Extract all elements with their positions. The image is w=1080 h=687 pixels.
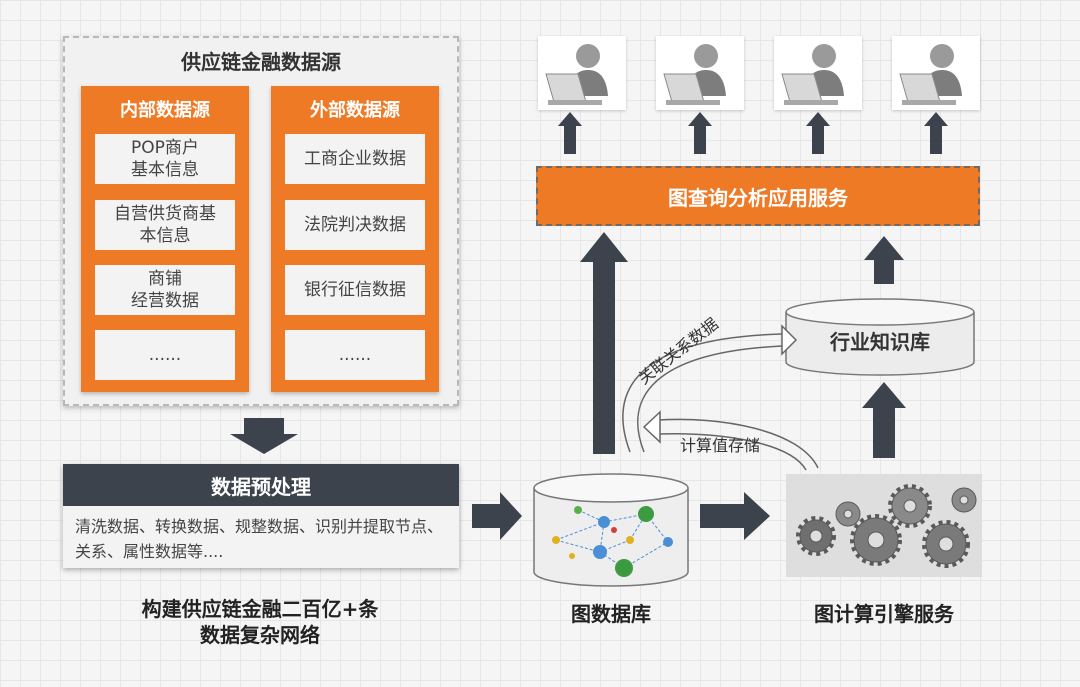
user-laptop-card — [656, 36, 744, 110]
store-flow-curve — [657, 433, 807, 471]
network-caption: 构建供应链金融二百亿+条 数据复杂网络 — [141, 597, 379, 647]
arrow-right-icon — [781, 324, 798, 356]
arrow-right-icon — [472, 492, 522, 540]
arrow-up-icon — [558, 112, 948, 154]
graph-engine-label: 图计算引擎服务 — [814, 602, 954, 626]
store-values-label: 计算值存储 — [680, 436, 761, 455]
data-sources-panel: 供应链金融数据源 内部数据源 POP商户 基本信息 自营供货商基 本信息 商铺 … — [63, 36, 459, 406]
user-at-laptop-icon — [663, 44, 726, 105]
external-source-item: 法院判决数据 — [285, 200, 425, 250]
external-source-item: ...... — [285, 330, 425, 380]
external-sources-title: 外部数据源 — [310, 100, 400, 121]
knowledge-base-cylinder — [785, 298, 975, 376]
internal-source-item: POP商户 基本信息 — [95, 134, 235, 184]
user-at-laptop-icon — [899, 44, 962, 105]
preprocess-description: 清洗数据、转换数据、规整数据、识别并提取节点、关系、属性数据等.... — [75, 517, 444, 561]
arrow-down-icon — [230, 418, 298, 454]
graph-db-label: 图数据库 — [571, 602, 651, 626]
graph-network-icon — [552, 506, 673, 577]
arrow-up-icon — [580, 232, 628, 454]
preprocess-box: 数据预处理 清洗数据、转换数据、规整数据、识别并提取节点、关系、属性数据等...… — [63, 464, 459, 568]
preprocess-title: 数据预处理 — [63, 464, 459, 506]
user-at-laptop-icon — [545, 44, 608, 105]
gears-icon — [796, 484, 977, 568]
arrow-up-icon — [864, 236, 904, 284]
user-at-laptop-icon — [781, 44, 844, 105]
user-laptop-card — [774, 36, 862, 110]
internal-sources-column: 内部数据源 POP商户 基本信息 自营供货商基 本信息 商铺 经营数据 ....… — [81, 86, 249, 392]
external-sources-column: 外部数据源 工商企业数据 法院判决数据 银行征信数据 ...... — [271, 86, 439, 392]
internal-sources-title: 内部数据源 — [120, 100, 210, 121]
external-source-item: 工商企业数据 — [285, 134, 425, 184]
data-sources-title: 供应链金融数据源 — [181, 50, 341, 74]
arrow-left-icon — [642, 410, 661, 444]
external-source-item: 银行征信数据 — [285, 265, 425, 315]
internal-source-item: 自营供货商基 本信息 — [95, 200, 235, 250]
relation-flow-curve — [622, 333, 783, 453]
query-service-bar: 图查询分析应用服务 — [536, 166, 980, 226]
internal-source-item: 商铺 经营数据 — [95, 265, 235, 315]
internal-source-item: ...... — [95, 330, 235, 380]
user-laptop-card — [538, 36, 626, 110]
store-flow-curve — [657, 418, 819, 469]
knowledge-base-label: 行业知识库 — [830, 330, 930, 354]
arrow-right-icon — [700, 492, 770, 540]
user-laptop-card — [892, 36, 980, 110]
arrow-up-icon — [862, 382, 906, 458]
relation-flow-curve — [637, 345, 783, 453]
graph-engine-card — [786, 474, 982, 577]
